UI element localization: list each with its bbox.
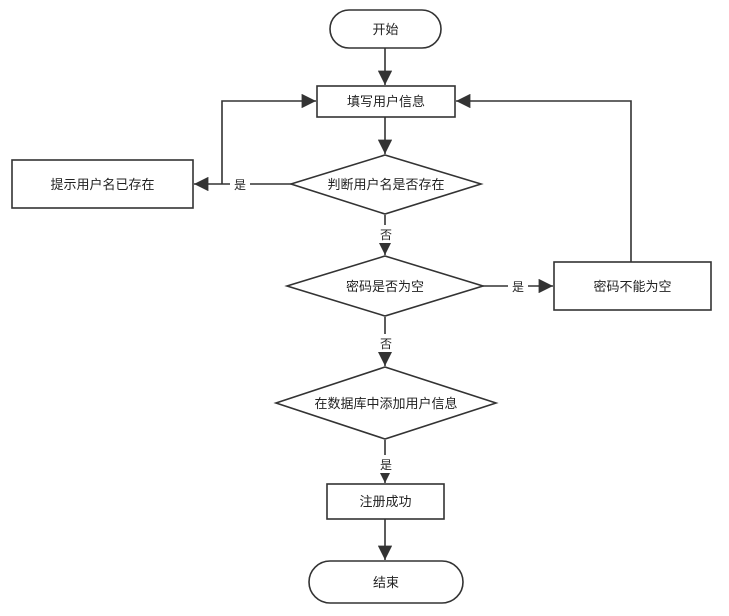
end-node [308,560,464,604]
label-password-no: 否 [380,337,392,351]
label-db-yes: 是 [380,458,392,472]
fill-info-node [316,85,456,118]
label-username-no: 否 [380,228,392,242]
label-password-yes: 是 [512,280,524,294]
username-exists-node [11,159,194,209]
nodes: 开始 填写用户信息 判断用户名是否存在 提示用户名已存在 密码是否为空 密码不能… [11,9,712,604]
check-username-node [288,154,484,215]
edge-username-exists-loop [221,93,316,184]
start-node-label: 开始 [372,23,398,38]
end-node-label: 结束 [373,576,399,591]
password-empty-node-label: 密码不能为空 [593,279,671,295]
add-to-db-node-label: 在数据库中添加用户信息 [314,396,457,412]
register-success-node-label: 注册成功 [359,495,411,510]
label-username-yes: 是 [234,178,246,192]
username-exists-node-label: 提示用户名已存在 [50,177,154,193]
check-password-node-label: 密码是否为空 [346,279,424,295]
add-to-db-node [273,366,499,440]
password-empty-node [553,261,712,311]
edge-labels: 是 否 是 否 是 [230,175,528,473]
check-password-node [284,255,486,317]
register-success-node [326,483,445,520]
edge-password-empty-loop [456,93,632,262]
check-username-node-label: 判断用户名是否存在 [327,177,444,193]
fill-info-node-label: 填写用户信息 [347,94,425,110]
start-node [329,9,442,49]
